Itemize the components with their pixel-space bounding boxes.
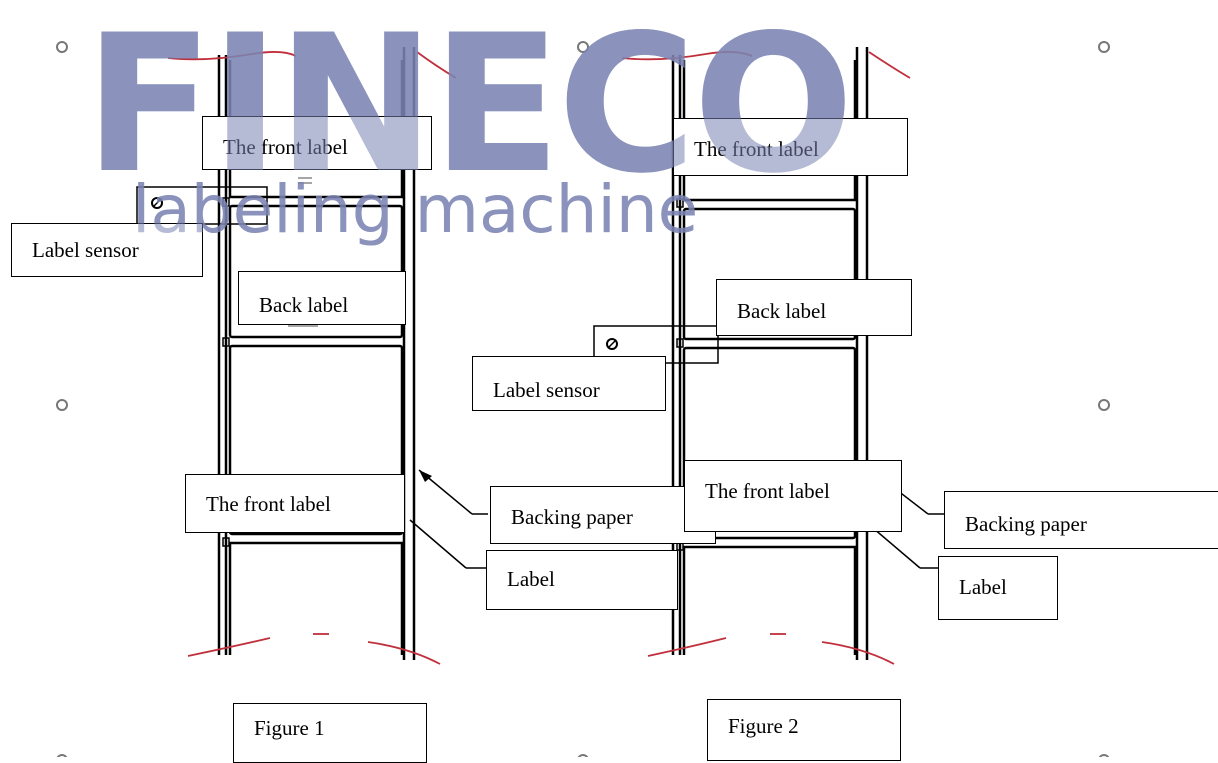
figure2-front-label-bottom-text: The front label [705, 479, 830, 503]
figure1-label-4 [228, 541, 404, 655]
watermark-logo: FINECO [84, 0, 850, 215]
figure2-label-sensor-text: Label sensor [493, 378, 600, 402]
watermark: FINECO labeling machine [84, 0, 854, 248]
watermark-tagline: labeling machine [132, 171, 698, 248]
figure1-front-label-bottom-text: The front label [206, 492, 331, 516]
figure2-backing-paper-callout: Backing paper [944, 491, 1218, 549]
figure1-tear-marks [167, 51, 457, 665]
figure1-gap-mark-3 [222, 537, 230, 547]
figure1-caption: Figure 1 [254, 716, 325, 740]
figure2-tear-top-left [621, 51, 753, 61]
figure2-sensor-eye-slash [607, 339, 617, 349]
figure1-label-leader [409, 519, 467, 569]
figure1-label-3 [228, 344, 404, 536]
handle-top-left [56, 41, 68, 53]
figure2-gap-mark-1 [676, 198, 684, 208]
handle-top-mid [577, 41, 589, 53]
figure1-label-sensor-text: Label sensor [32, 238, 139, 262]
figure1-tear-bottom-right [367, 641, 441, 665]
figure2-tear-bottom-left [647, 637, 727, 657]
figure2-label-3 [682, 346, 857, 540]
figure1-front-label-top-callout: The front label [202, 116, 432, 170]
figure1-front-label-bottom-callout: The front label [185, 474, 405, 533]
figure1-label-sensor-callout: Label sensor [11, 223, 203, 277]
selection-handles [56, 41, 1110, 757]
handle-mid-left [56, 399, 68, 411]
figure2-label-sensor-callout: Label sensor [472, 356, 666, 411]
handle-bottom-right [1098, 754, 1110, 757]
figure1-sensor-eye [151, 197, 163, 209]
figure1-back-label-callout: Back label [238, 271, 406, 325]
figure2-back-label-callout: Back label [716, 279, 912, 336]
figure2-gap-mark-2 [676, 338, 684, 348]
figure1-label-callout: Label [486, 550, 678, 610]
figure1-tear-bottom-left [187, 637, 271, 657]
figure1-tear-top-left [167, 51, 297, 61]
figure2-backing-paper-text: Backing paper [965, 512, 1087, 536]
figure1-caption-box: Figure 1 [233, 703, 427, 763]
figure2-caption-box: Figure 2 [707, 699, 901, 761]
figure1-back-label-text: Back label [259, 293, 349, 317]
figure1-gap-mark-2 [222, 337, 230, 347]
figure1-gap-mark-1 [222, 197, 230, 207]
handle-top-right [1098, 41, 1110, 53]
figure1-label-text: Label [507, 567, 555, 591]
figure2-tear-top-right [868, 51, 911, 79]
figure2-sensor-eye [606, 338, 618, 350]
figure2-label-2 [682, 207, 857, 341]
figure2-caption: Figure 2 [728, 714, 799, 738]
figure1-tear-top-right [416, 51, 457, 79]
figure2-tear-marks [621, 51, 911, 665]
figure1-backing-paper-callout: Backing paper [490, 486, 716, 544]
figure1-backing-arrowhead [419, 470, 432, 482]
figure1-front-label-top-text: The front label [223, 135, 348, 159]
figure1-scribble-1 [298, 177, 312, 184]
figure2-front-label-bottom-callout: The front label [684, 460, 902, 532]
figure2-front-label-top-callout: The front label [673, 118, 908, 176]
figure2-back-label-text: Back label [737, 299, 827, 323]
figure2-label-callout: Label [938, 556, 1058, 620]
handle-mid-right [1098, 399, 1110, 411]
handle-bottom-mid [577, 754, 589, 757]
figure2-tear-bottom-right [821, 641, 895, 665]
figure1-sensor-eye-slash [152, 198, 162, 208]
figure2-label-leader [872, 527, 921, 569]
figure2-front-label-top-text: The front label [694, 137, 819, 161]
figure2-label-text: Label [959, 575, 1007, 599]
figure1-backing-paper-text: Backing paper [511, 505, 633, 529]
handle-bottom-left [56, 754, 68, 757]
figure2-label-4 [682, 545, 857, 655]
